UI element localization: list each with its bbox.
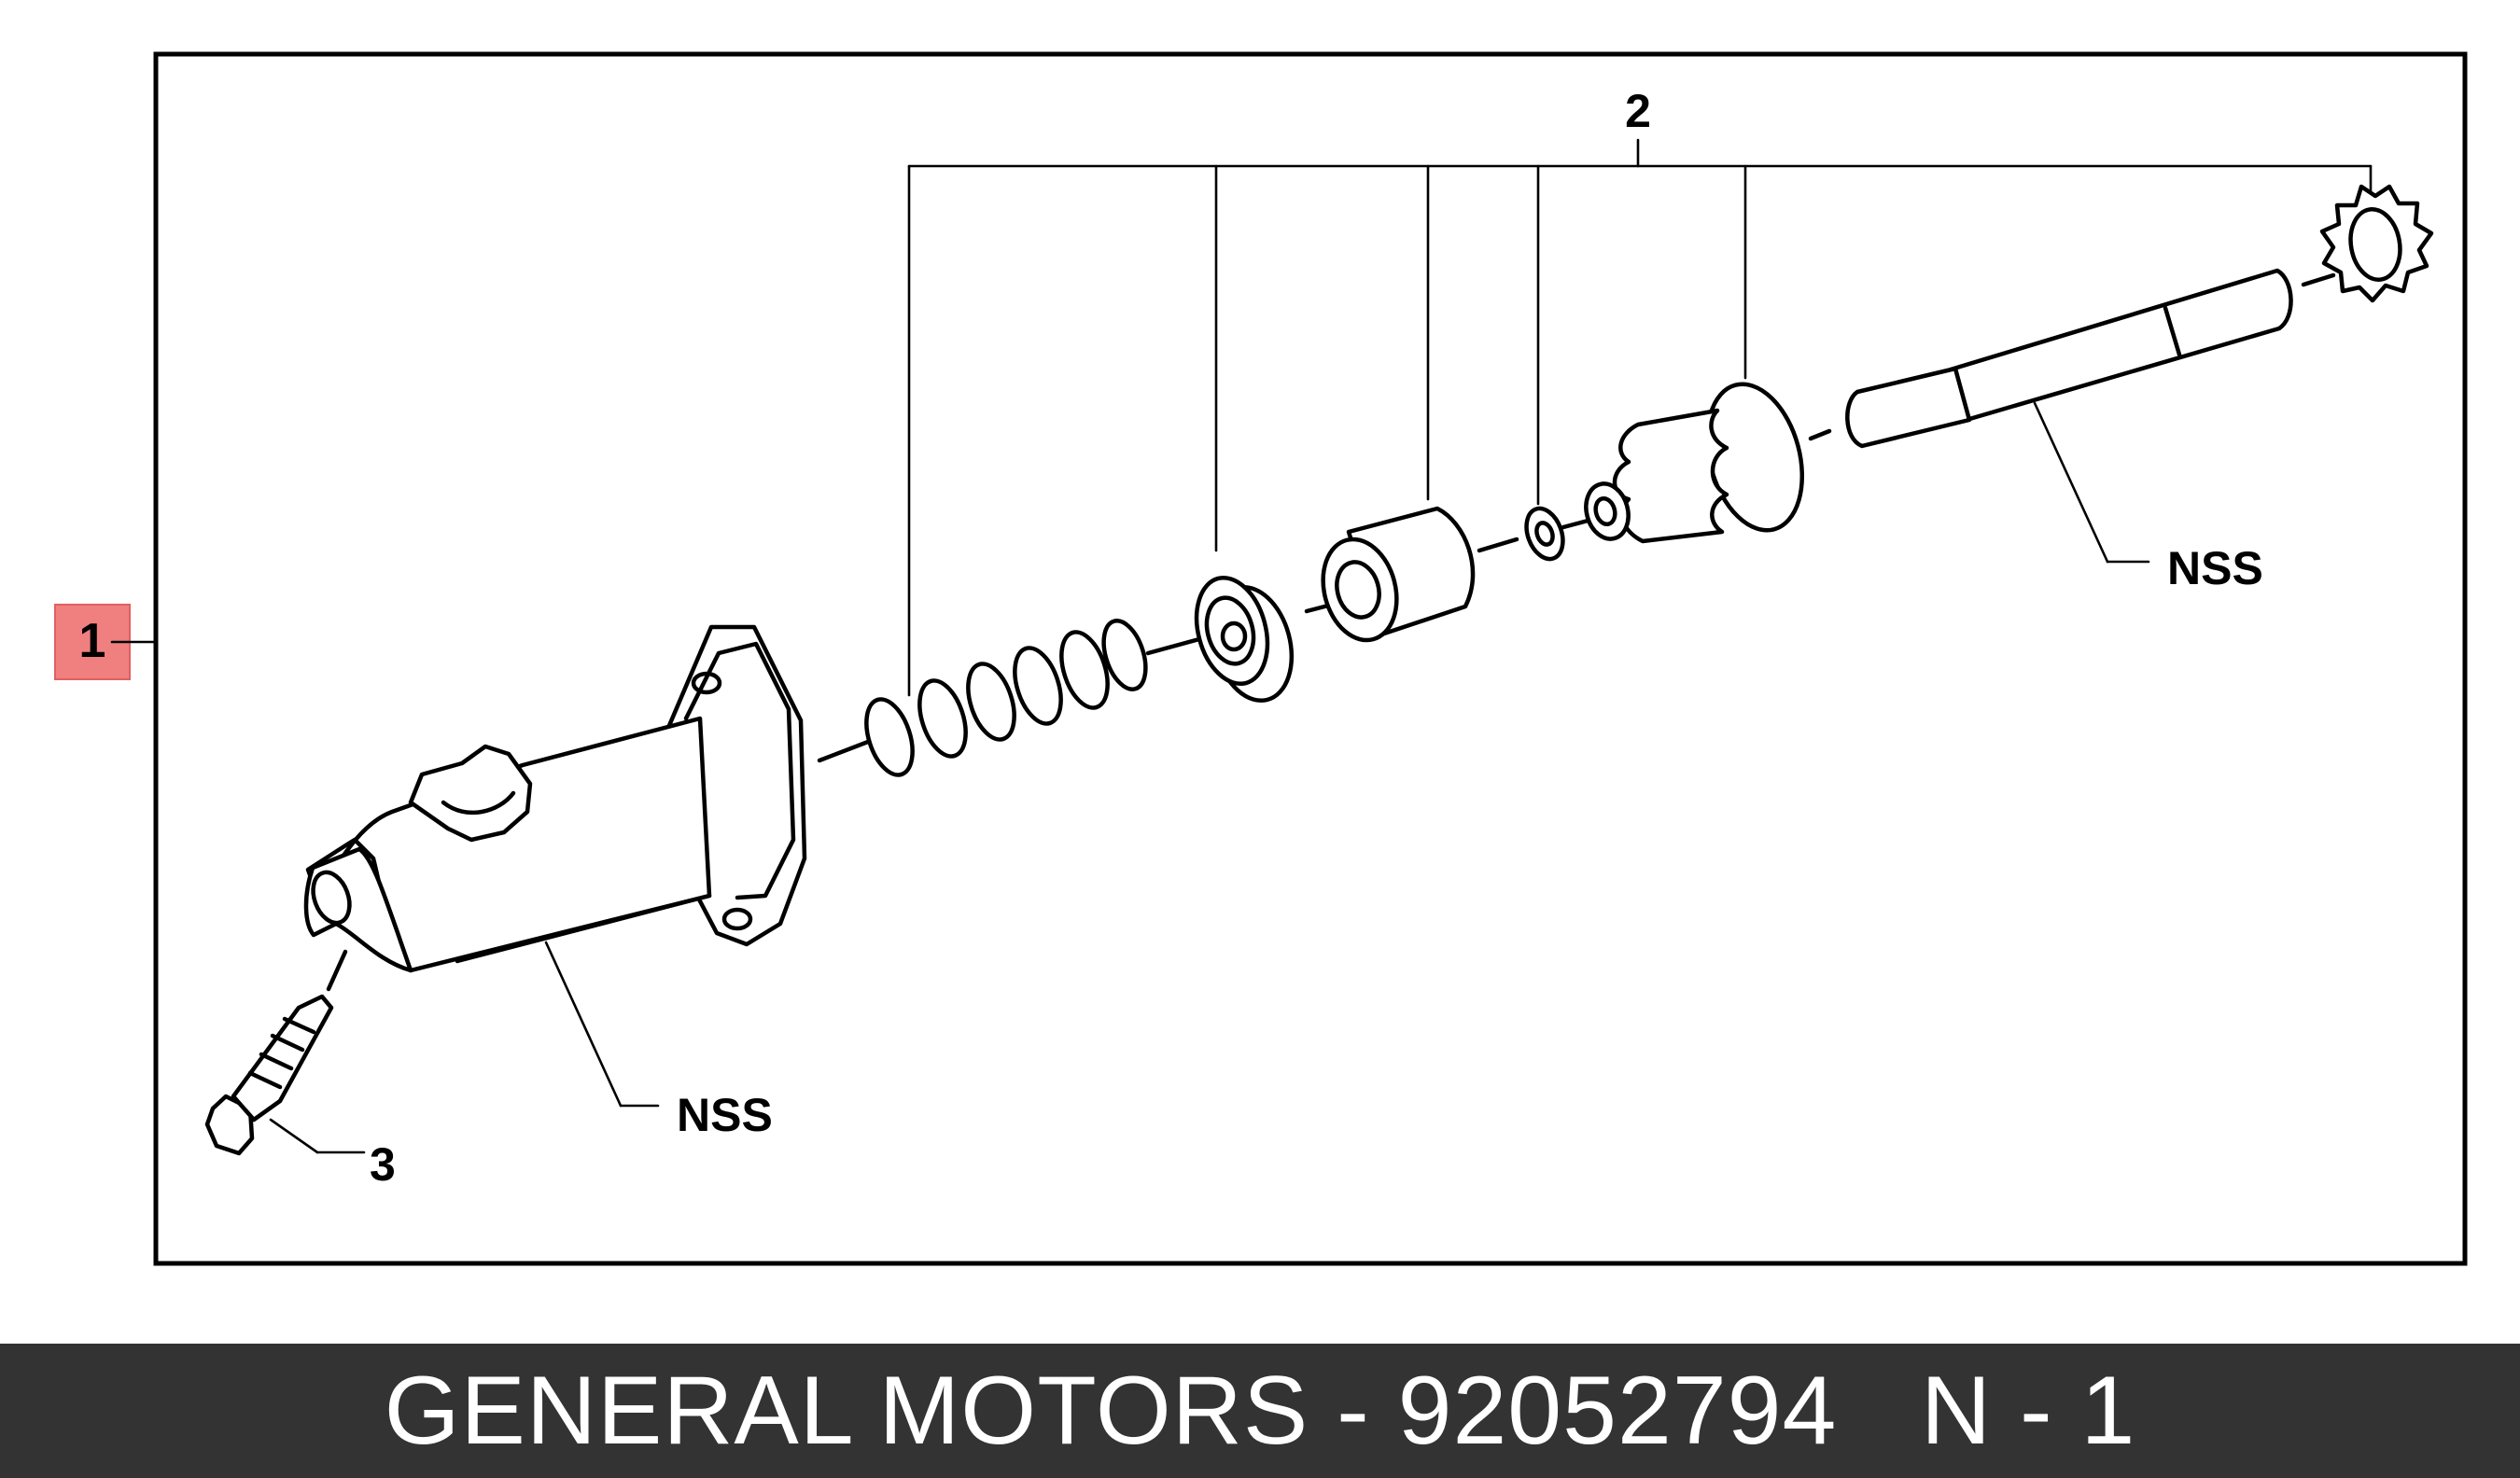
bleed-screw — [204, 994, 334, 1156]
exploded-parts-diagram: 1 2 NSS — [54, 51, 2468, 1266]
slave-cylinder-body — [303, 624, 807, 973]
nss-pushrod-leader — [2033, 401, 2109, 564]
toothed-lock-washer — [2319, 184, 2434, 303]
footer-separator: - — [1309, 1356, 1398, 1465]
pushrod — [1845, 268, 2293, 449]
dust-boot — [1584, 382, 1805, 544]
return-spring — [864, 619, 1148, 777]
callout-1-label: 1 — [79, 614, 106, 668]
nss-body-leader — [544, 941, 623, 1108]
footer-banner: GENERAL MOTORS - 92052794 N - 1 — [0, 1344, 2520, 1478]
callout-3-label: 3 — [370, 1138, 396, 1191]
footer-code: N - 1 — [1921, 1356, 2136, 1465]
diagram-frame — [153, 51, 2468, 1266]
nss-pushrod-label: NSS — [2167, 542, 2263, 594]
nss-body-label: NSS — [677, 1089, 773, 1141]
callout-2-bracket — [907, 138, 2373, 697]
callout-2-label: 2 — [1625, 85, 1651, 137]
callout-3-leader — [269, 1118, 319, 1154]
small-seal-ring — [1524, 506, 1565, 562]
piston-cup-seal — [1194, 575, 1295, 704]
footer-brand: GENERAL MOTORS — [384, 1356, 1309, 1465]
footer-gap — [1837, 1356, 1921, 1467]
footer-part-number: 92052794 — [1397, 1356, 1838, 1465]
piston — [1321, 506, 1476, 643]
